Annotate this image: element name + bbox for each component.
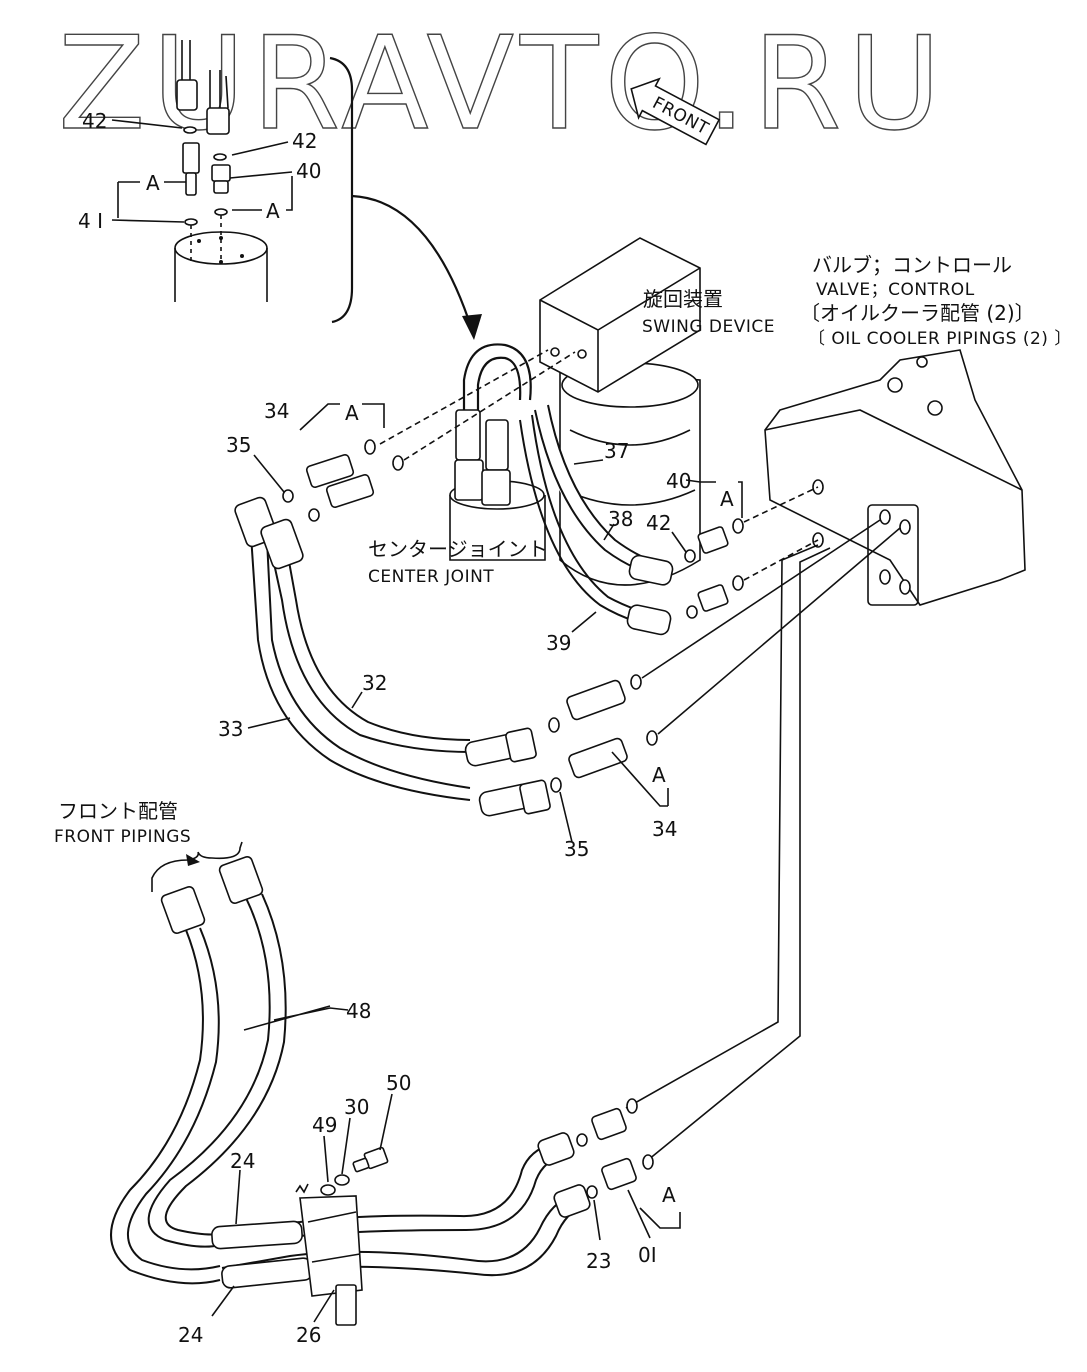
hoses-24 [211,1132,591,1289]
callout-32: 32 [362,671,387,695]
callout-48: 48 [346,999,371,1023]
callout-A6: A [662,1183,676,1207]
callout-A4: A [720,487,734,511]
callout-26: 26 [296,1323,321,1347]
control-valve-en-sub: 〔 OIL COOLER PIPINGS (2) 〕 [808,329,1072,349]
callout-42b: 42 [292,129,317,153]
callout-01: 0I [638,1243,657,1267]
callout-33: 33 [218,717,243,741]
callout-50: 50 [386,1071,411,1095]
callout-35a: 35 [226,433,251,457]
callout-24a: 24 [230,1149,255,1173]
swing-device-en: SWING DEVICE [642,317,775,337]
control-valve-ja: バルブ；コントロール [812,253,1012,277]
center-joint-ja: センタージョイント [368,537,548,561]
center-joint-en: CENTER JOINT [368,567,494,587]
callout-24b: 24 [178,1323,203,1347]
control-valve-en: VALVE；CONTROL [816,280,975,300]
callout-23: 23 [586,1249,611,1273]
callout-42a: 42 [82,109,107,133]
callout-A3: A [345,401,359,425]
front-pipings-en: FRONT PIPINGS [54,827,191,847]
callout-34b: 34 [652,817,677,841]
callout-A5: A [652,763,666,787]
callout-38: 38 [608,507,633,531]
swing-device-ja: 旋回装置 [643,287,723,311]
control-valve-ja-sub: 〔オイルクーラ配管 (2)〕 [800,301,1035,325]
hoses-48 [110,856,287,1285]
callout-35b: 35 [564,837,589,861]
center-joint-detail [174,40,482,340]
fittings-34-lower [548,519,901,793]
callout-42c: 42 [646,511,671,535]
fittings-40-42 [684,486,819,619]
callout-34a: 34 [264,399,289,423]
fittings-34-upper [282,349,576,522]
callout-37: 37 [604,439,629,463]
fittings-01-23 [576,1098,654,1199]
callout-39: 39 [546,631,571,655]
callout-40b: 40 [666,469,691,493]
callout-40a: 40 [296,159,321,183]
control-valve [764,349,1026,606]
callout-41: 4 I [78,209,103,233]
center-joint [449,343,546,561]
front-pipings-ja: フロント配管 [58,799,178,823]
hoses-32-33 [234,496,551,817]
callout-30: 30 [344,1095,369,1119]
watermark-text: ZURAVTO.RU [58,10,947,159]
clamp-26 [295,1146,389,1326]
callout-49: 49 [312,1113,337,1137]
callout-A2: A [266,199,280,223]
callout-A1: A [146,171,160,195]
